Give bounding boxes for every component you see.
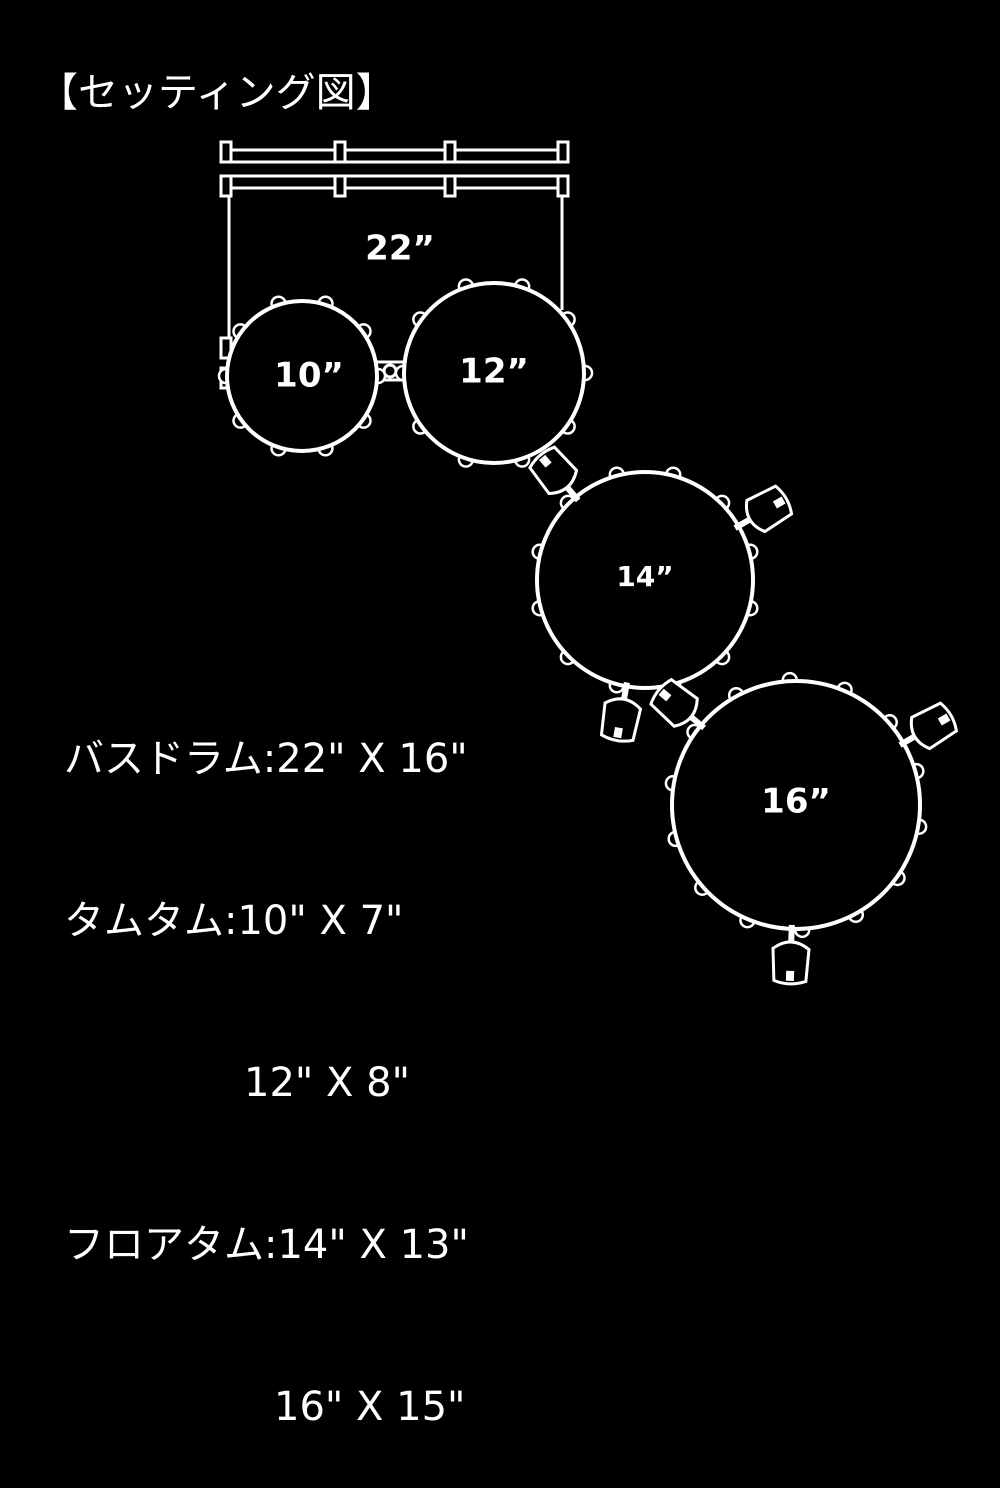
bass-drum	[219, 140, 570, 390]
drum-shell	[670, 679, 922, 931]
bass-drum-label: 22”	[365, 229, 435, 269]
tom-10-drum	[217, 295, 387, 457]
drum-shell	[535, 470, 755, 690]
leg-foot	[771, 940, 811, 986]
spec-tom-10: タムタム:10" X 7"	[64, 898, 404, 944]
leg-foot	[744, 484, 794, 534]
spec-tom-12: 12" X 8"	[244, 1060, 410, 1106]
drum-shell	[402, 281, 586, 465]
leg-foot	[599, 697, 643, 743]
floor-tom-14-label: 14”	[616, 560, 673, 593]
spec-floor-tom-16: 16" X 15"	[274, 1384, 466, 1430]
drum-setting-diagram: 22” 10” 12” 14” 16”	[217, 140, 959, 986]
drum-shell	[225, 299, 379, 453]
leg-foot	[649, 677, 699, 728]
floor-tom-16-drum	[649, 671, 959, 986]
tom-10-label: 10”	[274, 356, 344, 396]
leg-foot	[909, 701, 959, 751]
floor-tom-14-drum	[528, 445, 794, 743]
diagram-title: 【セッティング図】	[38, 70, 396, 116]
floor-tom-16-label: 16”	[761, 782, 831, 822]
leg-foot	[528, 445, 579, 496]
spec-floor-tom-14: フロアタム:14" X 13"	[64, 1222, 469, 1268]
spec-bass-drum: バスドラム:22" X 16"	[64, 736, 468, 782]
drum-specs: バスドラム:22" X 16" タムタム:10" X 7" 12" X 8" フ…	[64, 624, 469, 1488]
tom-12-label: 12”	[459, 352, 529, 392]
tom-12-drum	[394, 278, 594, 468]
